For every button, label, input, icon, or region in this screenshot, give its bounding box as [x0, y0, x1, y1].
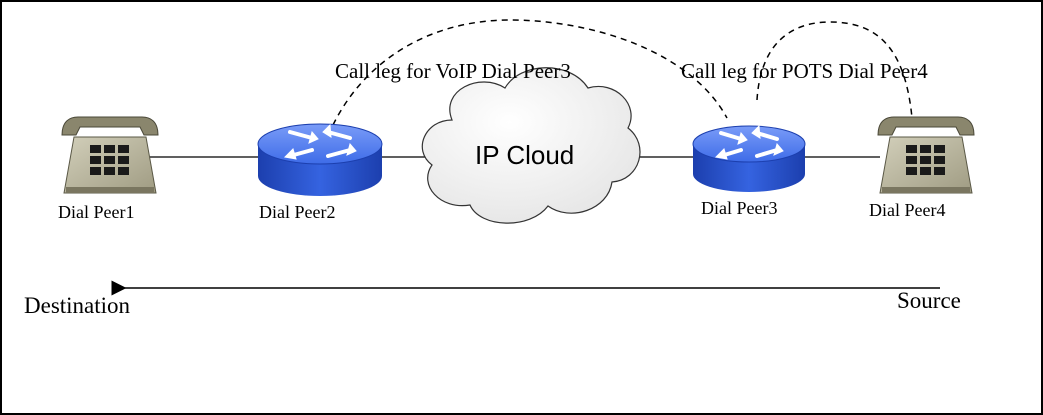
telephone-icon	[877, 116, 975, 194]
telephone-icon	[61, 116, 159, 194]
dial-peer3-label: Dial Peer3	[701, 198, 777, 218]
voip-call-leg-path	[332, 19, 728, 126]
router-icon	[692, 124, 806, 192]
dial-peer1-label: Dial Peer1	[58, 202, 134, 222]
pots-call-leg-label: Call leg for POTS Dial Peer4	[681, 59, 928, 83]
dial-peer2-label: Dial Peer2	[259, 202, 335, 222]
router-icon	[257, 123, 383, 196]
voip-call-leg-label: Call leg for VoIP Dial Peer3	[335, 59, 571, 83]
source-label: Source	[897, 288, 961, 313]
dial-peer4-label: Dial Peer4	[869, 200, 945, 220]
ip-cloud-label: IP Cloud	[475, 140, 574, 170]
destination-label: Destination	[24, 293, 131, 318]
cloud-icon	[421, 67, 641, 224]
